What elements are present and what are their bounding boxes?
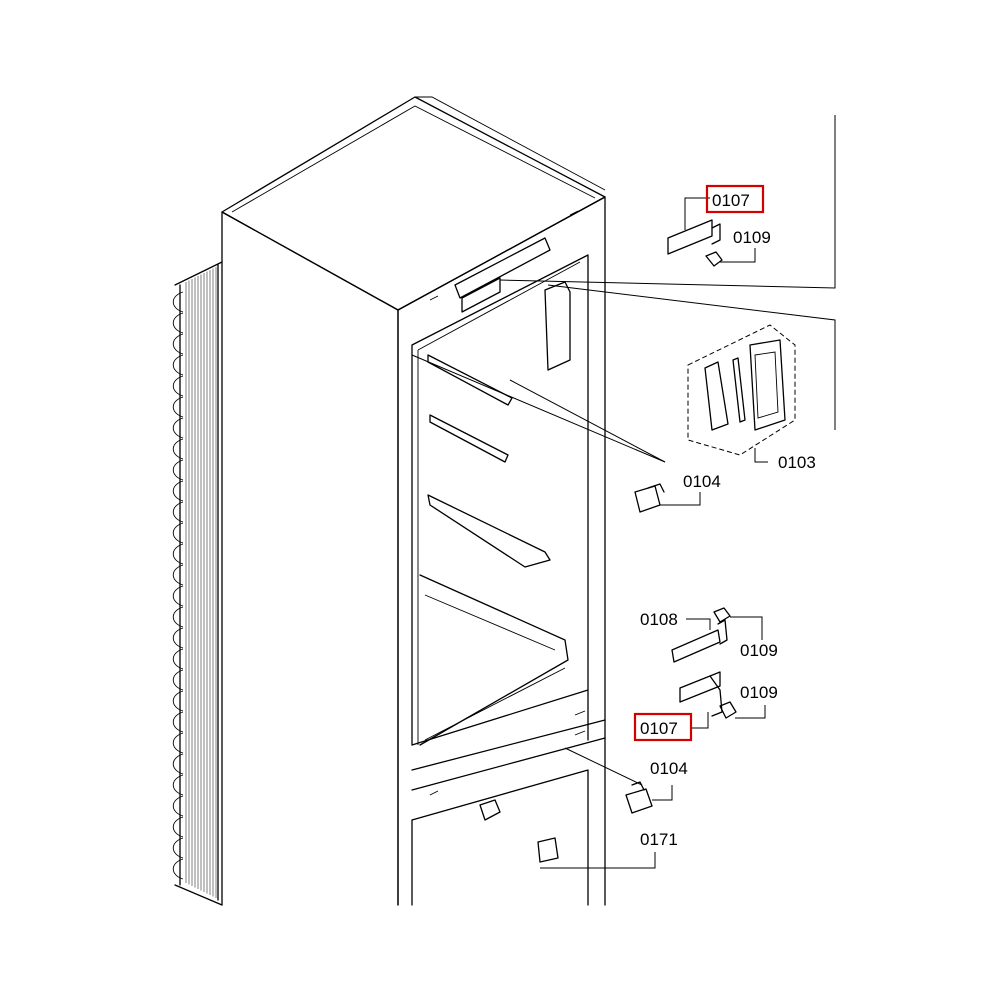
- coil-loop: [172, 396, 184, 418]
- light-module: [687, 324, 796, 463]
- coil-loop: [172, 606, 184, 628]
- hinge-bracket-middle: [671, 618, 728, 663]
- leader-0171: [540, 852, 656, 869]
- coil-loop: [172, 585, 184, 607]
- coil-loop: [172, 669, 184, 691]
- hinge-pin-middle: [713, 607, 763, 640]
- coil-loop: [172, 774, 184, 796]
- coil-loop: [172, 375, 184, 397]
- label-0107-lower: 0107: [640, 719, 678, 738]
- label-0171: 0171: [640, 830, 678, 849]
- coil-loop: [172, 354, 184, 376]
- coil-loop: [172, 522, 184, 544]
- coil-loop: [172, 312, 184, 334]
- label-0108: 0108: [640, 610, 678, 629]
- coil-loop: [172, 753, 184, 775]
- coil-loop: [172, 438, 184, 460]
- coil-loop: [172, 732, 184, 754]
- label-0109-middle: 0109: [740, 641, 778, 660]
- coil-loop: [172, 543, 184, 565]
- hinge-pin-lower: [719, 701, 766, 719]
- coil-loop: [172, 333, 184, 355]
- label-0109-lower: 0109: [740, 683, 778, 702]
- coil-loop: [172, 690, 184, 712]
- coil-loop: [172, 564, 184, 586]
- coil-loop: [172, 627, 184, 649]
- assembly-leaders: [411, 115, 836, 786]
- hinge-pin-top: [705, 248, 756, 267]
- highlight-box-0107-lower: [633, 712, 693, 742]
- coil-loop: [172, 459, 184, 481]
- coil-loop: [172, 858, 184, 880]
- coil-loop: [172, 501, 184, 523]
- door-switch-lower: [625, 781, 673, 814]
- label-0104-lower: 0104: [650, 759, 688, 778]
- coil-loop: [172, 480, 184, 502]
- coil-loop: [172, 816, 184, 838]
- coil-loop: [172, 417, 184, 439]
- label-0103: 0103: [778, 453, 816, 472]
- coil-loop: [172, 795, 184, 817]
- label-0109-top: 0109: [733, 228, 771, 247]
- door-switch-top: [634, 483, 701, 513]
- hinge-bracket-top: [667, 197, 721, 255]
- hinge-bracket-lower: [679, 671, 723, 729]
- highlight-box-0107-top: [705, 184, 765, 214]
- coil-loop: [172, 291, 184, 313]
- condenser-coil: [172, 261, 223, 906]
- fridge-cabinet: [221, 96, 606, 906]
- coil-loop: [172, 648, 184, 670]
- label-0107-top: 0107: [712, 191, 750, 210]
- coil-loop: [172, 711, 184, 733]
- coil-loop: [172, 837, 184, 859]
- label-0104-top: 0104: [683, 472, 721, 491]
